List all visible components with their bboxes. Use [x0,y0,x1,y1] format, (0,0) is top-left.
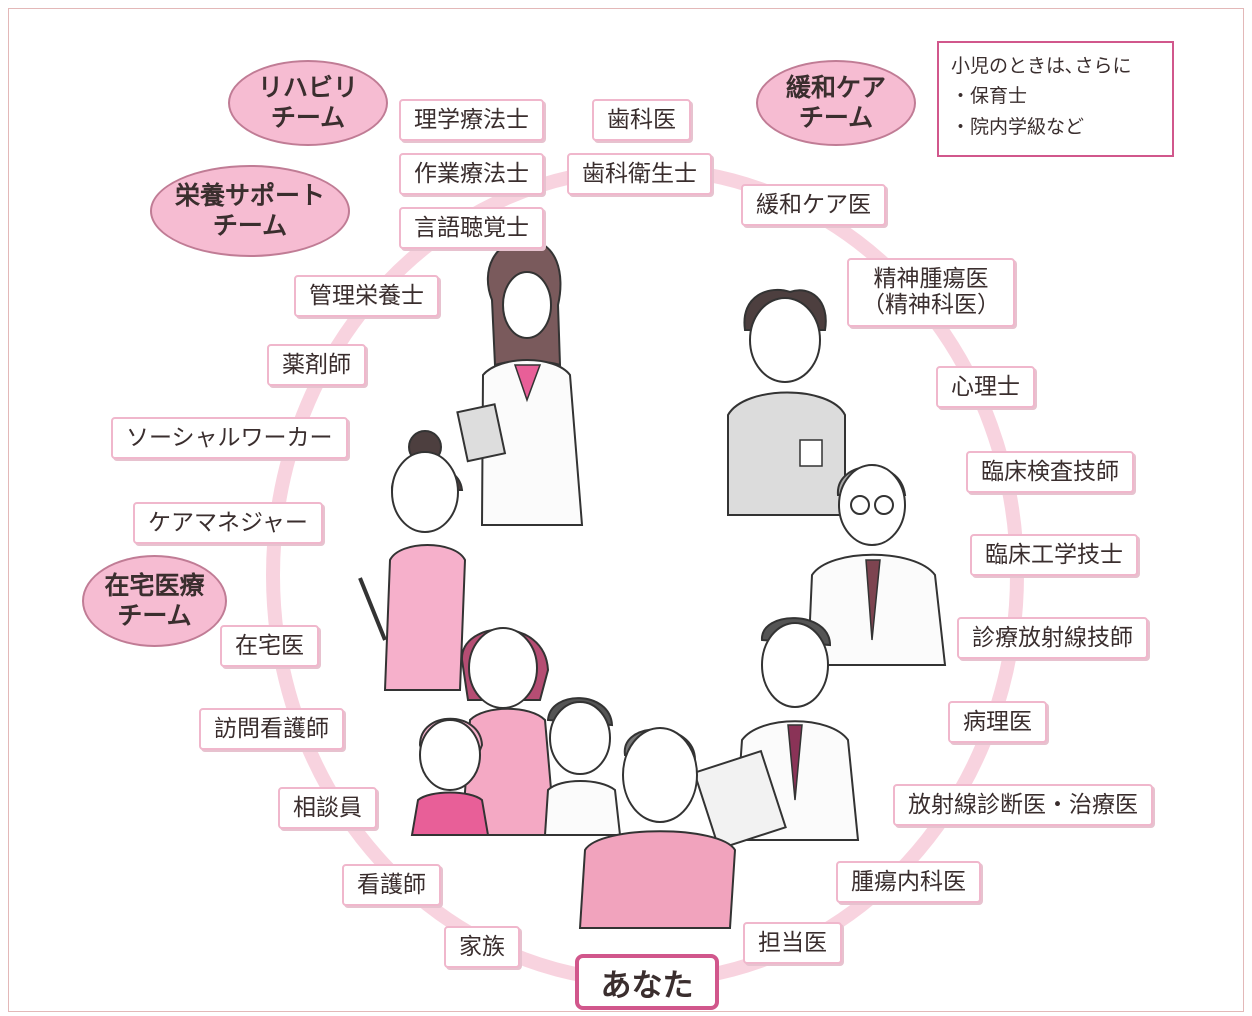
palliative-team-label: 緩和ケア チーム [785,73,886,132]
pediatric-note: 小児のときは､さらに ・保育士 ・院内学級など [937,41,1174,157]
nutrition-team-badge: 栄養サポート チーム [150,165,350,257]
label-psycho-oncologist: 精神腫瘍医 （精神科医） [847,258,1015,327]
mother-figure [460,627,557,836]
label-palliative-doctor: 緩和ケア医 [741,184,886,227]
label-attending-doctor: 担当医 [743,922,842,965]
label-physical-therapist: 理学療法士 [399,99,544,142]
attending-doctor-figure [693,617,860,851]
label-nurse: 看護師 [342,864,441,907]
label-medical-oncologist: 腫瘍内科医 [836,861,981,904]
label-clinical-lab-tech: 臨床検査技師 [966,451,1134,494]
psycho-oncologist-line-1: 精神腫瘍医 [873,266,989,292]
boy-figure [543,697,622,836]
label-radiologist: 放射線診断医・治療医 [893,784,1153,827]
senior-doctor-figure [806,464,947,666]
label-psychologist: 心理士 [936,366,1035,409]
label-care-manager: ケアマネジャー [133,502,323,545]
note-line-2: ・保育士 [951,85,1028,108]
label-occupational-therapist: 作業療法士 [399,153,544,196]
palliative-team-badge: 緩和ケア チーム [756,60,916,146]
center-you-label: あなた [575,954,719,1010]
nurse-figure [358,430,467,691]
label-family: 家族 [444,926,520,969]
diagram-frame [8,8,1244,1012]
label-clinical-engineer: 臨床工学技士 [970,534,1138,577]
patient-figure [578,727,737,929]
home-care-team-label: 在宅医療 チーム [104,571,205,630]
rehab-team-badge: リハビリ チーム [228,60,388,146]
label-radiology-tech: 診療放射線技師 [957,617,1148,660]
label-visiting-nurse: 訪問看護師 [199,708,344,751]
home-care-team-badge: 在宅医療 チーム [82,555,227,647]
note-line-3: ・院内学級など [951,115,1085,138]
nutrition-team-label: 栄養サポート チーム [174,181,325,240]
note-line-1: 小児のときは､さらに [951,55,1132,77]
label-social-worker: ソーシャルワーカー [111,417,348,460]
psycho-oncologist-line-2: （精神科医） [862,292,1000,319]
label-home-doctor: 在宅医 [220,625,319,668]
label-dentist: 歯科医 [592,99,691,142]
dietitian-figure [456,238,584,526]
label-counselor: 相談員 [278,787,377,830]
rehab-team-label: リハビリ チーム [257,73,358,132]
label-pathologist: 病理医 [948,701,1047,744]
label-dental-hygienist: 歯科衛生士 [567,153,712,196]
girl-figure [410,717,490,836]
male-nurse-figure [727,288,846,516]
label-speech-therapist: 言語聴覚士 [399,207,544,250]
label-pharmacist: 薬剤師 [267,344,366,387]
label-dietitian: 管理栄養士 [294,275,439,318]
